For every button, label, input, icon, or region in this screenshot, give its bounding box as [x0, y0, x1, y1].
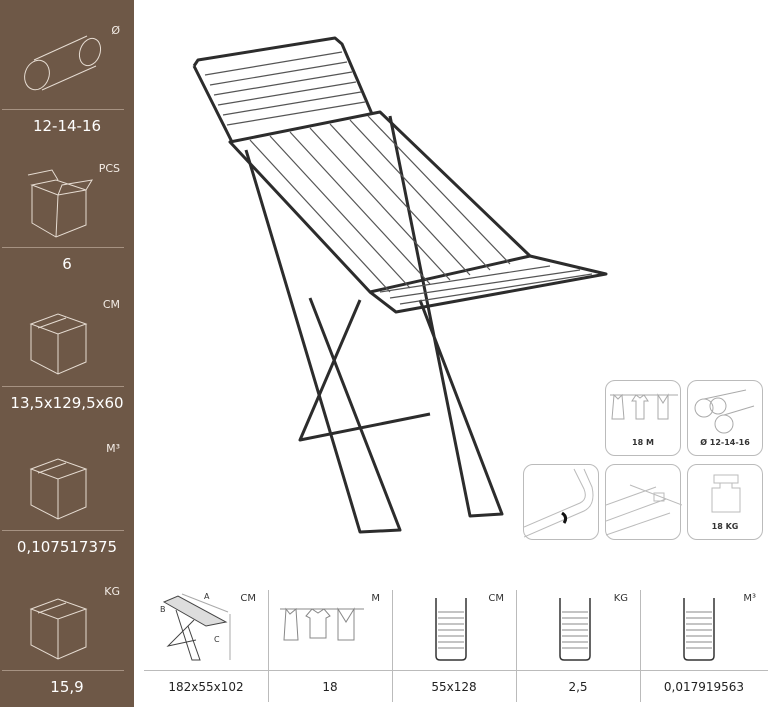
spec-volume: M³ 0,017919563	[640, 590, 768, 707]
pieces-spec: PCS	[0, 150, 134, 250]
box-icon	[29, 313, 88, 375]
divider	[2, 386, 124, 387]
dimensions-value: 182x55x102	[168, 680, 244, 694]
divider	[516, 590, 517, 702]
weight-icon	[711, 474, 741, 513]
divider	[2, 670, 124, 671]
clothes-dryer-image	[192, 36, 608, 534]
divider	[2, 530, 124, 531]
dimension-b: B	[160, 605, 166, 614]
divider	[268, 590, 269, 702]
feature-line-length: 18 M	[605, 380, 681, 456]
unit-label: CM	[102, 298, 120, 311]
carton-size-value: 13,5x129,5x60	[10, 394, 124, 412]
tube-diameter-label: Ø 12-14-16	[700, 438, 750, 447]
volume-value: 0,017919563	[663, 680, 745, 694]
spec-dimensions: A B C CM 182x55x102	[144, 590, 268, 707]
unit-label: PCS	[98, 162, 120, 175]
feature-tube-diameter: Ø 12-14-16	[687, 380, 763, 456]
unit-label: M³	[743, 593, 756, 604]
hinge-icon	[605, 484, 683, 536]
clothes-on-line-icon	[280, 607, 364, 641]
divider	[144, 670, 768, 671]
pieces-value: 6	[62, 255, 72, 273]
feature-cap-detail	[523, 464, 599, 540]
volume-value: 0,107517375	[16, 538, 118, 556]
carton-size-spec: CM	[0, 290, 134, 390]
tubes-icon	[694, 389, 755, 434]
folded-size-value: 55x128	[431, 680, 477, 694]
open-box-icon	[27, 169, 93, 238]
clothes-on-line-icon	[610, 393, 678, 420]
max-load-label: 18 KG	[711, 522, 739, 531]
feature-hinge-detail	[605, 464, 683, 540]
diameter-value: 12-14-16	[32, 117, 102, 135]
divider	[2, 247, 124, 248]
box-icon	[29, 458, 88, 520]
line-length-label: 18 M	[632, 438, 654, 447]
divider	[2, 109, 124, 110]
folded-dryer-icon	[559, 598, 591, 661]
dimension-a: A	[204, 592, 210, 601]
unit-label: M	[371, 593, 380, 604]
tube-spec: Ø	[0, 0, 134, 110]
unit-label: KG	[613, 593, 628, 604]
volume-spec: M³	[0, 430, 134, 530]
weight-value: 15,9	[50, 678, 84, 696]
line-length-value: 18	[322, 680, 338, 694]
spec-line-length: M 18	[268, 590, 392, 707]
product-specs-table: A B C CM 182x55x102 M 18 CM 55x128 KG 2,…	[144, 590, 768, 707]
unit-label: M³	[106, 442, 120, 455]
weight-value: 2,5	[568, 680, 588, 694]
spec-folded-size: CM 55x128	[392, 590, 516, 707]
folded-dryer-icon	[683, 598, 715, 661]
unit-label: CM	[240, 593, 256, 604]
box-icon	[29, 598, 88, 660]
folded-dryer-icon	[435, 598, 467, 661]
unit-label: CM	[488, 593, 504, 604]
feature-max-load: 18 KG	[687, 464, 763, 540]
spec-weight: KG 2,5	[516, 590, 640, 707]
divider	[640, 590, 641, 702]
packaging-sidebar: Ø 12-14-16 PCS 6 CM 13,5x129,5x60 M³ 0,1…	[0, 0, 134, 707]
dimension-c: C	[214, 635, 220, 644]
tube-cap-icon	[523, 468, 594, 538]
weight-spec: KG	[0, 575, 134, 675]
unit-label: KG	[104, 585, 120, 598]
unit-label: Ø	[111, 24, 120, 37]
tube-icon	[24, 35, 102, 91]
dryer-dimensions-icon: A B C	[160, 592, 231, 661]
divider	[392, 590, 393, 702]
